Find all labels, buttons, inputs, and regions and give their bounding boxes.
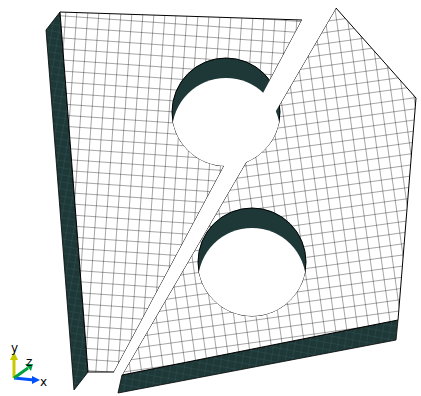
axis-label: x xyxy=(40,376,47,388)
right-plate-face xyxy=(122,8,416,375)
axis-triad xyxy=(10,352,40,384)
axis-label: y xyxy=(11,342,18,354)
lower-hole xyxy=(198,208,306,336)
slit xyxy=(114,8,336,375)
axis-label: z xyxy=(26,356,32,368)
